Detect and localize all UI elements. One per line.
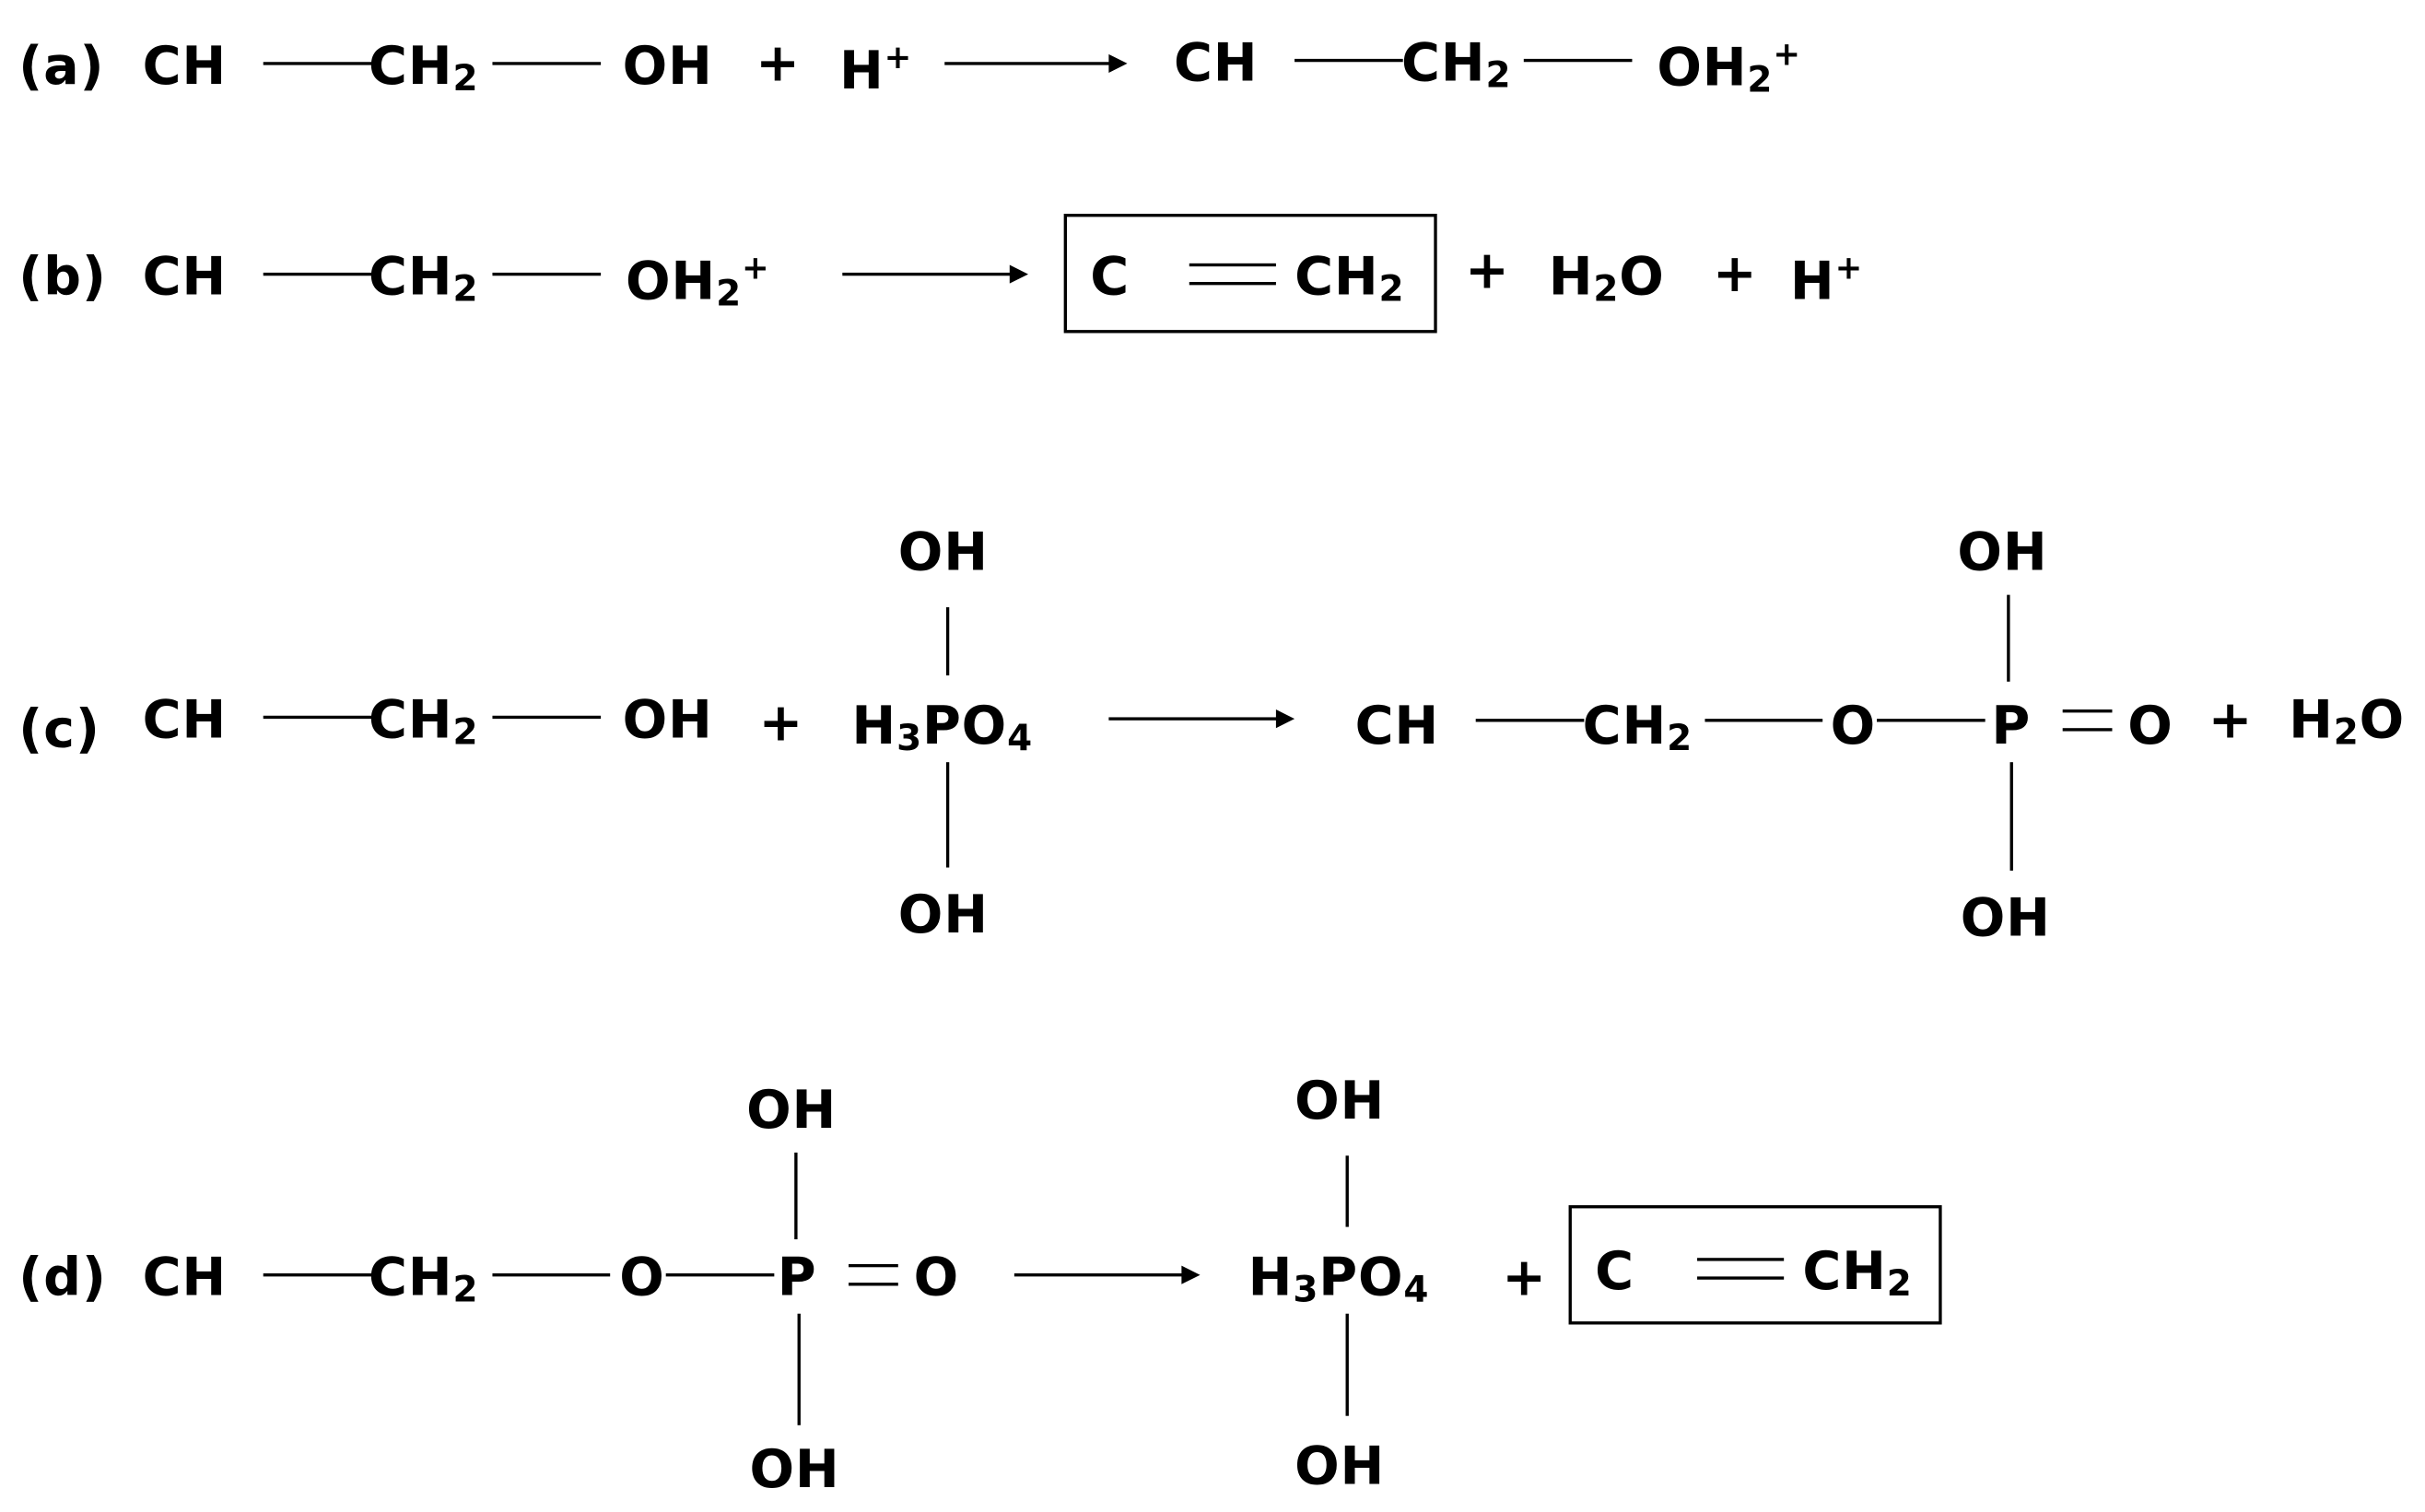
phosphoric-acid: H3PO4 (1248, 1247, 1430, 1311)
phosphate-hydroxyl-top: OH (1957, 522, 2048, 584)
reaction-arrow (842, 264, 1028, 284)
phosphorus-atom: P (777, 1247, 817, 1309)
phosphate-hydroxyl-top: OH (746, 1079, 838, 1143)
proton: H+ (838, 37, 913, 103)
single-bond (1295, 58, 1403, 63)
single-bond (1877, 719, 1986, 722)
ch-group: CH (1173, 32, 1259, 95)
ch2-group: CH2 (369, 689, 479, 754)
oxo-oxygen: O (2127, 695, 2173, 758)
phosphoric-acid: H3PO4 (851, 695, 1034, 760)
single-bond (1523, 58, 1633, 63)
double-bond-lower (849, 1283, 898, 1286)
ch-group: CH (142, 246, 228, 309)
plus-sign: + (2208, 689, 2254, 752)
reaction-arrow (944, 53, 1128, 74)
ch2-group: CH2 (1295, 246, 1405, 311)
reaction-label-d: (d) (18, 1247, 107, 1309)
double-bond-lower (1189, 281, 1276, 286)
ch-group: CH (142, 1247, 228, 1309)
single-bond (263, 62, 372, 65)
acid-hydroxyl-bottom: OH (1295, 1436, 1386, 1498)
phosphate-bond-top (2007, 594, 2010, 682)
phosphorus-atom: P (1991, 695, 2032, 758)
ch2-group: CH2 (369, 1247, 479, 1311)
product-highlight-box (1568, 1205, 1942, 1325)
hydroxyl-group: OH (622, 689, 713, 752)
c-atom: C (1090, 246, 1130, 309)
plus-sign: + (1464, 240, 1510, 302)
acid-bond-top (945, 607, 950, 676)
single-bond (263, 715, 372, 720)
single-bond (492, 715, 602, 720)
phosphate-bond-top (794, 1152, 798, 1240)
plus-sign: + (1712, 242, 1758, 306)
phosphate-bond-bottom (2009, 762, 2013, 871)
double-bond-upper (1189, 263, 1276, 267)
acid-hydroxyl-bottom: OH (897, 885, 989, 947)
single-bond (492, 1273, 611, 1277)
proton: H+ (1789, 248, 1864, 313)
single-bond (492, 272, 602, 276)
double-bond-upper (1697, 1258, 1785, 1261)
acid-hydroxyl-top: OH (897, 522, 989, 584)
double-bond-upper (2062, 709, 2113, 713)
ch2-group: CH2 (1401, 32, 1512, 97)
ch2-group: CH2 (1582, 695, 1693, 760)
ch-group: CH (142, 35, 228, 98)
ch2-group: CH2 (369, 246, 479, 311)
product-highlight-box (1063, 214, 1437, 334)
c-atom: C (1595, 1240, 1634, 1303)
reaction-label-a: (a) (18, 35, 105, 98)
plus-sign: + (758, 692, 804, 755)
water: H2O (2289, 689, 2406, 754)
reaction-arrow (1108, 709, 1295, 729)
single-bond (492, 62, 602, 65)
phosphate-hydroxyl-bottom: OH (1960, 887, 2051, 950)
reaction-label-b: (b) (18, 246, 107, 309)
phosphate-hydroxyl-bottom: OH (749, 1438, 840, 1502)
single-bond (263, 1273, 372, 1277)
double-bond-lower (2062, 728, 2113, 732)
acid-bond-bottom (945, 762, 950, 868)
double-bond-upper (849, 1263, 898, 1268)
single-bond (1475, 719, 1585, 722)
ch-group: CH (142, 689, 228, 752)
single-bond (263, 272, 372, 276)
reaction-arrow (1013, 1265, 1201, 1284)
single-bond (1705, 719, 1823, 722)
oxonium-group: OH2+ (626, 248, 770, 315)
water: H2O (1548, 246, 1665, 311)
acid-hydroxyl-top: OH (1295, 1070, 1386, 1133)
ch2-group: CH2 (1802, 1240, 1913, 1305)
ch2-group: CH2 (369, 35, 479, 100)
plus-sign: + (1502, 1247, 1548, 1309)
double-bond-lower (1697, 1276, 1785, 1280)
ester-oxygen: O (1830, 695, 1877, 758)
oxonium-group: OH2+ (1657, 33, 1801, 101)
single-bond (665, 1273, 775, 1277)
phosphate-bond-bottom (797, 1313, 801, 1425)
reaction-label-c: (c) (18, 698, 100, 761)
acid-bond-bottom (1345, 1313, 1349, 1416)
hydroxyl-group: OH (622, 35, 713, 98)
oxo-oxygen: O (913, 1247, 960, 1309)
ch-group: CH (1354, 695, 1440, 758)
acid-bond-top (1345, 1155, 1349, 1227)
plus-sign: + (756, 32, 801, 95)
ester-oxygen: O (619, 1247, 665, 1309)
